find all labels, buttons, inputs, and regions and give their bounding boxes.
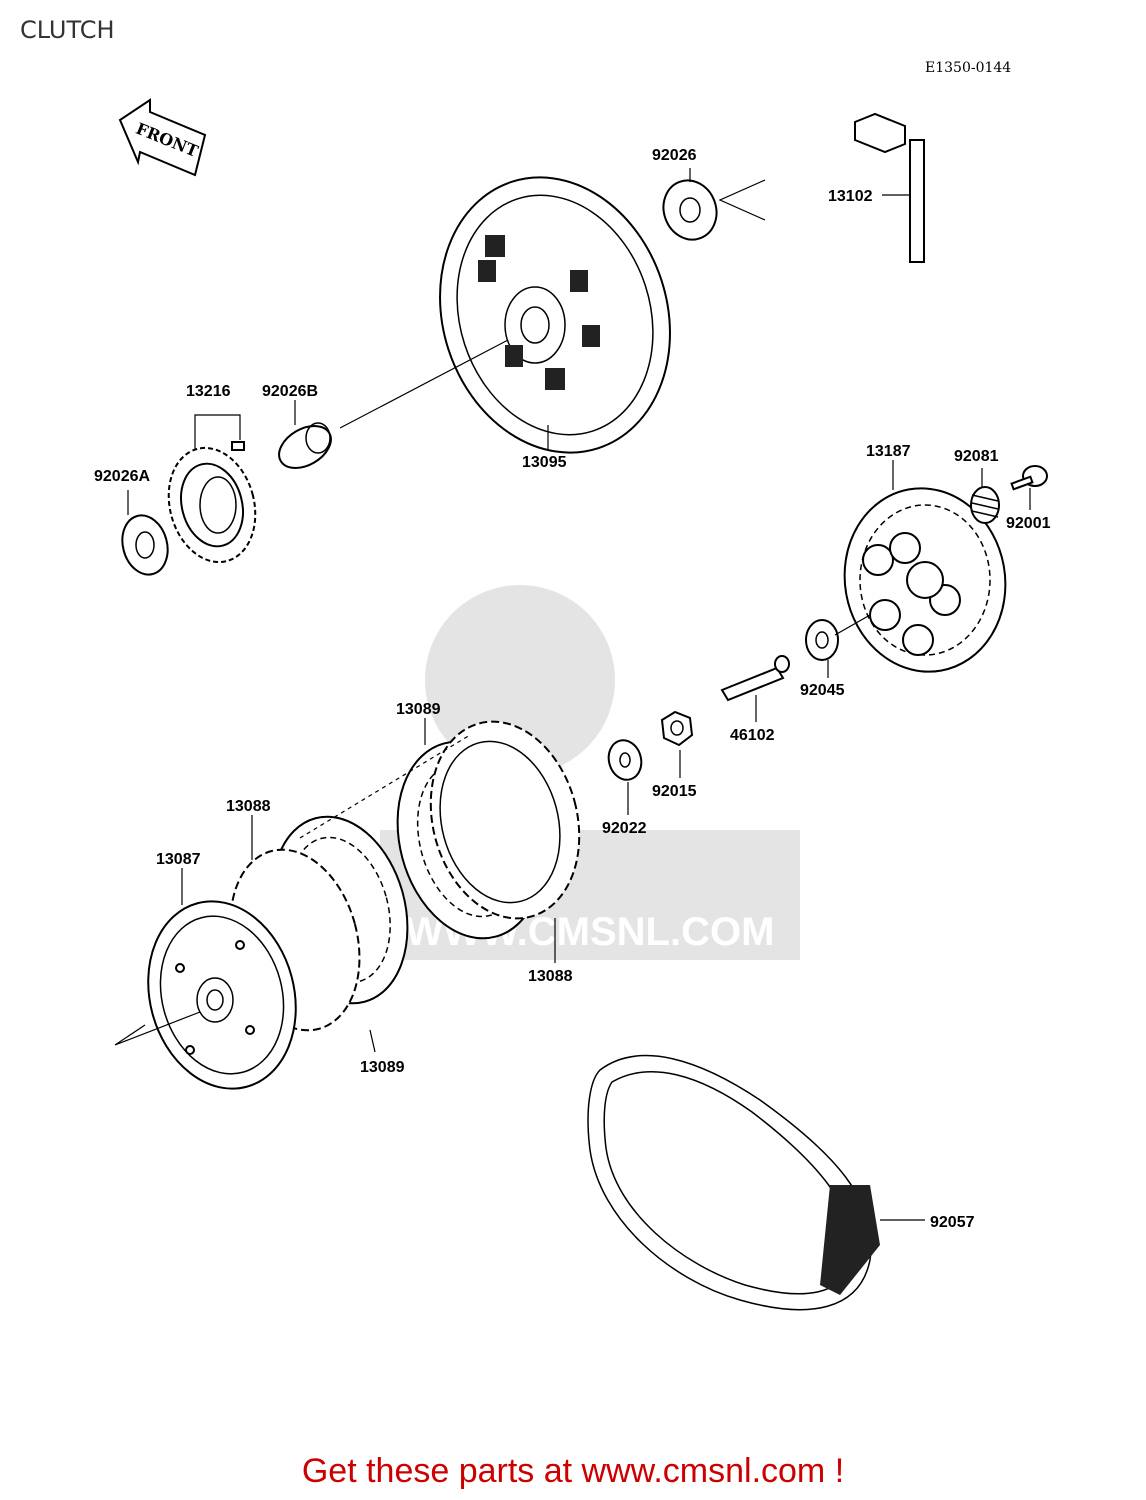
part-92015-nut bbox=[660, 710, 694, 747]
label-92057: 92057 bbox=[930, 1214, 975, 1231]
label-92026: 92026 bbox=[652, 147, 697, 164]
label-92026b: 92026B bbox=[262, 383, 318, 400]
clutch-exploded-diagram: WWW.CMSNL.COM FRONT bbox=[94, 98, 1051, 1311]
label-92022: 92022 bbox=[602, 820, 647, 837]
label-92045: 92045 bbox=[800, 682, 845, 699]
part-13095-clutch-housing bbox=[439, 176, 671, 454]
leader-line bbox=[299, 734, 471, 839]
leader-line bbox=[114, 1011, 201, 1046]
label-13095: 13095 bbox=[522, 454, 567, 471]
label-92015: 92015 bbox=[652, 783, 697, 800]
front-arrow-icon: FRONT bbox=[118, 98, 207, 177]
diagram-code: E1350-0144 bbox=[925, 60, 1012, 76]
part-92026a-washer bbox=[121, 514, 169, 576]
part-13102-release-shaft bbox=[854, 112, 925, 263]
label-92026a: 92026A bbox=[94, 468, 150, 485]
leader-line bbox=[834, 614, 871, 636]
label-46102: 46102 bbox=[730, 727, 775, 744]
part-92045-bearing bbox=[805, 619, 839, 661]
part-13087-clutch-hub bbox=[147, 900, 297, 1090]
part-92057-chain bbox=[587, 1054, 880, 1311]
label-13089-upper: 13089 bbox=[396, 701, 441, 718]
page-title: CLUTCH bbox=[20, 16, 115, 44]
leader-line bbox=[718, 179, 766, 221]
label-13216: 13216 bbox=[186, 383, 231, 400]
part-13187-pressure-plate bbox=[843, 487, 1007, 673]
part-92026-washer bbox=[662, 179, 718, 241]
label-13102: 13102 bbox=[828, 188, 873, 205]
label-92001: 92001 bbox=[1006, 515, 1051, 532]
leader-line bbox=[369, 1029, 376, 1053]
part-92081-spring bbox=[970, 486, 1000, 524]
leader-line bbox=[339, 339, 509, 429]
label-13187: 13187 bbox=[866, 443, 911, 460]
part-13216-gear bbox=[167, 441, 257, 564]
footer-link-text[interactable]: Get these parts at www.cmsnl.com ! bbox=[301, 1452, 845, 1490]
part-92022-washer bbox=[607, 739, 643, 781]
part-92026b-collar bbox=[278, 422, 332, 469]
label-13089-lower: 13089 bbox=[360, 1059, 405, 1076]
part-46102-push-piece bbox=[720, 655, 790, 702]
leader-line bbox=[194, 414, 241, 450]
label-13088-lower: 13088 bbox=[226, 798, 271, 815]
part-92001-bolt bbox=[1010, 465, 1048, 491]
label-13088-upper: 13088 bbox=[528, 968, 573, 985]
part-13088-friction-plate-upper bbox=[429, 720, 581, 920]
label-13087: 13087 bbox=[156, 851, 201, 868]
label-92081: 92081 bbox=[954, 448, 999, 465]
